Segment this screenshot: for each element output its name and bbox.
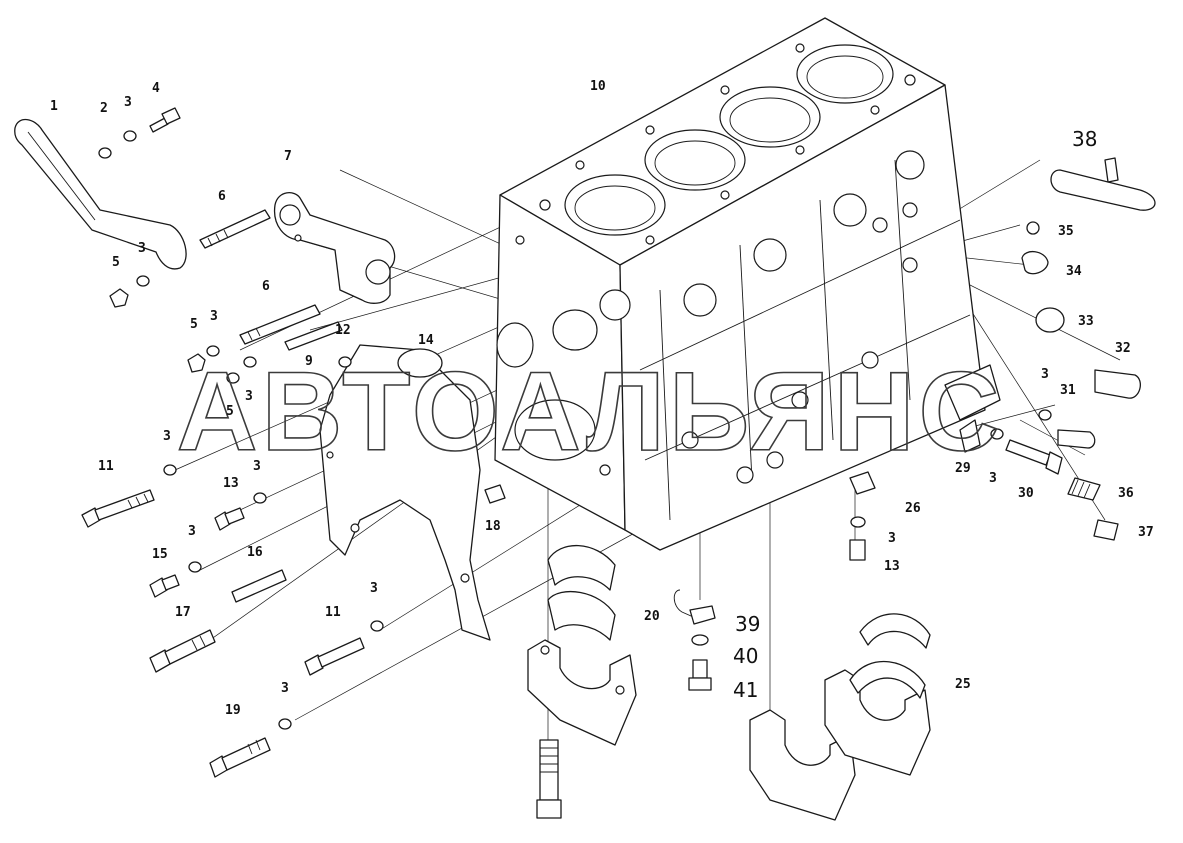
callout-35: 35 <box>1058 224 1074 239</box>
callout-6: 6 <box>262 279 270 294</box>
timing-cover-gasket <box>319 344 491 641</box>
callout-13: 13 <box>884 559 900 574</box>
oil-jet-assembly <box>673 589 716 691</box>
callout-3: 3 <box>163 429 171 444</box>
callout-3: 3 <box>1041 367 1049 382</box>
callout-15: 15 <box>152 547 168 562</box>
callout-3: 3 <box>989 471 997 486</box>
callout-3: 3 <box>245 389 253 404</box>
callout-3: 3 <box>253 459 261 474</box>
callout-17: 17 <box>175 605 191 620</box>
main-bearing-parts <box>527 471 931 821</box>
callout-29: 29 <box>955 461 971 476</box>
callout-33: 33 <box>1078 314 1094 329</box>
callout-25: 25 <box>955 677 971 692</box>
callout-1: 1 <box>50 99 58 114</box>
part-7-plate <box>273 192 396 304</box>
callout-4: 4 <box>152 81 160 96</box>
callout-11: 11 <box>98 459 114 474</box>
callout-34: 34 <box>1066 264 1082 279</box>
callout-13: 13 <box>223 476 239 491</box>
callout-9: 9 <box>305 354 313 369</box>
callout-7: 7 <box>284 149 292 164</box>
callout-38: 38 <box>1072 127 1097 151</box>
callout-3: 3 <box>281 681 289 696</box>
right-fasteners <box>990 157 1156 541</box>
callout-32: 32 <box>1115 341 1131 356</box>
callout-5: 5 <box>112 255 120 270</box>
callout-5: 5 <box>226 404 234 419</box>
callout-12: 12 <box>335 323 351 338</box>
callout-labels: 1 2 3 4 5 3 6 7 5 3 6 9 12 14 5 3 3 11 1… <box>50 79 1154 718</box>
callout-37: 37 <box>1138 525 1154 540</box>
callout-19: 19 <box>225 703 241 718</box>
callout-3: 3 <box>370 581 378 596</box>
callout-36: 36 <box>1118 486 1134 501</box>
watermark-text: АВТОАЛЬЯНС <box>177 349 1004 474</box>
callout-3: 3 <box>888 531 896 546</box>
callout-11: 11 <box>325 605 341 620</box>
callout-41: 41 <box>733 678 758 702</box>
callout-10: 10 <box>590 79 606 94</box>
callout-2: 2 <box>100 101 108 116</box>
callout-5: 5 <box>190 317 198 332</box>
callout-20: 20 <box>644 609 660 624</box>
callout-3: 3 <box>124 95 132 110</box>
callout-14: 14 <box>418 333 434 348</box>
callout-30: 30 <box>1018 486 1034 501</box>
left-fasteners <box>81 107 506 778</box>
part-1-bracket <box>14 118 187 270</box>
callout-39: 39 <box>735 612 760 636</box>
callout-3: 3 <box>188 524 196 539</box>
callout-3: 3 <box>138 241 146 256</box>
callout-18: 18 <box>485 519 501 534</box>
callout-3: 3 <box>210 309 218 324</box>
cylinder-block <box>494 17 1001 551</box>
callout-40: 40 <box>733 644 758 668</box>
callout-16: 16 <box>247 545 263 560</box>
callout-26: 26 <box>905 501 921 516</box>
callout-31: 31 <box>1060 383 1076 398</box>
callout-6: 6 <box>218 189 226 204</box>
